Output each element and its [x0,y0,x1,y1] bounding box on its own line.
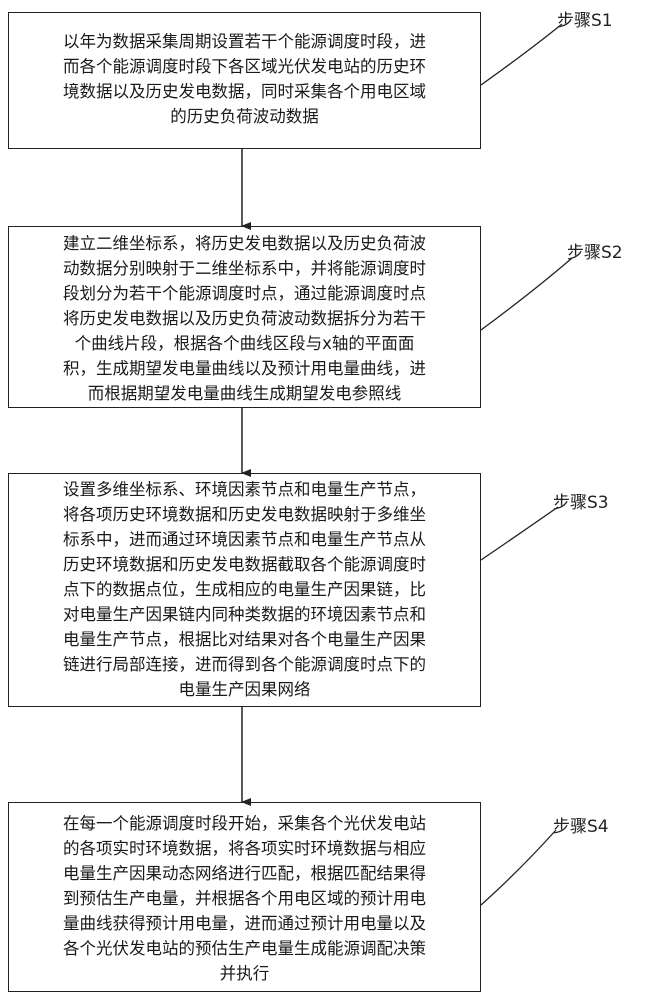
step-s1-label: 步骤S1 [557,11,613,31]
step-s4-text-line: 各个光伏发电站的预估生产电量生成能源调配决策 [63,939,426,958]
step-s3-text-line: 电量生产因果网络 [178,680,311,699]
step-s2-text-line: 将历史发电数据以及历史负荷波动数据拆分为若干 [63,309,426,328]
step-s2-text-line: 动数据分别映射于二维坐标系中，并将能源调度时 [63,259,426,278]
step-s3-label: 步骤S3 [553,493,609,513]
step-s3-text-line: 将各项历史环境数据和历史发电数据映射于多维坐 [63,505,426,524]
step-s1-box: 以年为数据采集周期设置若干个能源调度时段，进 而各个能源调度时段下各区域光伏发电… [8,12,481,149]
step-s3-text-line: 标系中，进而通过环境因素节点和电量生产节点从 [63,530,426,549]
step-s4-label: 步骤S4 [553,817,609,837]
leader-s1 [480,23,563,86]
step-s3-text-line: 历史环境数据和历史发电数据截取各个能源调度时 [63,555,426,574]
step-s2-text-line: 积，生成期望发电量曲线以及预计用电量曲线，进 [63,359,426,378]
step-s3-text-line: 对电量生产因果链内同种类数据的环境因素节点和 [63,605,426,624]
step-s4-text-line: 量曲线获得预计用电量，进而通过预计用电量以及 [63,914,426,933]
leader-s3 [480,506,559,561]
step-s4-box: 在每一个能源调度时段开始，采集各个光伏发电站 的各项实时环境数据，将各项实时环境… [8,802,481,992]
step-s4-text-line: 电量生产因果动态网络进行匹配，根据匹配结果得 [63,864,426,883]
step-s4-text-line: 并执行 [219,964,270,983]
step-s1-text-line: 以年为数据采集周期设置若干个能源调度时段，进 [63,32,426,51]
step-s3-box: 设置多维坐标系、环境因素节点和电量生产节点， 将各项历史环境数据和历史发电数据映… [8,473,481,707]
step-s1-text-line: 的历史负荷波动数据 [170,107,319,126]
step-s4-text-line: 的各项实时环境数据，将各项实时环境数据与相应 [63,839,426,858]
leader-s2 [480,257,573,331]
step-s4-text-line: 到预估生产电量，并根据各个用电区域的预计用电 [63,889,426,908]
step-s2-text-line: 建立二维坐标系，将历史发电数据以及历史负荷波 [63,234,426,253]
step-s3-text-line: 电量生产节点，根据比对结果对各个电量生产因果 [63,630,426,649]
step-s2-text-line: 个曲线片段，根据各个曲线区段与x轴的平面面 [74,334,415,353]
leader-s4 [480,829,557,906]
step-s1-text-line: 境数据以及历史发电数据，同时采集各个用电区域 [63,82,426,101]
step-s2-label: 步骤S2 [567,243,623,263]
step-s2-text-line: 而根据期望发电量曲线生成期望发电参照线 [87,384,402,403]
step-s2-text-line: 段划分为若干个能源调度时点，通过能源调度时点 [63,284,426,303]
step-s4-text-line: 在每一个能源调度时段开始，采集各个光伏发电站 [63,814,426,833]
step-s2-box: 建立二维坐标系，将历史发电数据以及历史负荷波 动数据分别映射于二维坐标系中，并将… [8,226,481,408]
step-s3-text-line: 链进行局部连接，进而得到各个能源调度时点下的 [63,655,426,674]
step-s1-text-line: 而各个能源调度时段下各区域光伏发电站的历史环 [63,57,426,76]
step-s3-text-line: 点下的数据点位，生成相应的电量生产因果链，比 [63,580,426,599]
step-s3-text-line: 设置多维坐标系、环境因素节点和电量生产节点， [63,480,426,499]
